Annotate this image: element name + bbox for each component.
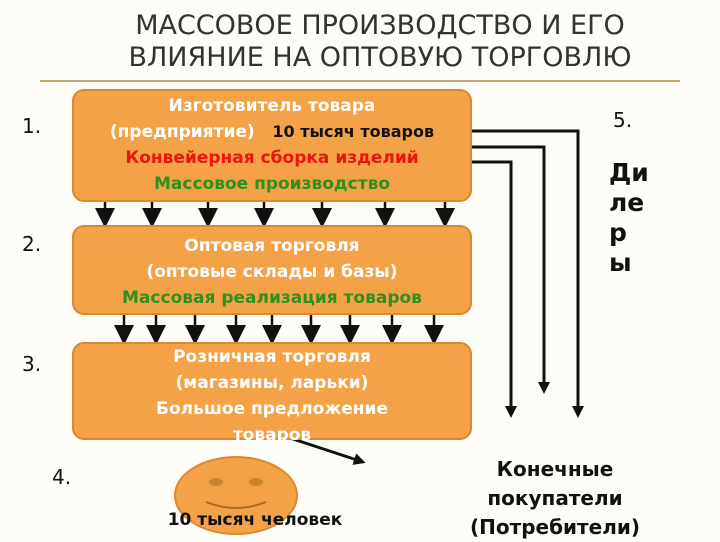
title-line-1: МАССОВОЕ ПРОИЗВОДСТВО И ЕГО xyxy=(135,10,625,41)
manufacturer-assembly: Конвейерная сборка изделий xyxy=(125,148,419,168)
retail-title: Розничная торговля xyxy=(173,347,371,367)
retail-box: Розничная торговля (магазины, ларьки) Бо… xyxy=(72,342,472,445)
dealer-route-middle xyxy=(472,145,550,394)
wholesale-box: Оптовая торговля (оптовые склады и базы)… xyxy=(72,225,472,315)
manufacturer-mass-production: Массовое производство xyxy=(153,174,391,194)
consumers-line-2: покупатели xyxy=(487,486,623,510)
retail-goods: товаров xyxy=(232,425,312,445)
dealers-line-4: ы xyxy=(609,248,632,277)
dealers-line-2: ле xyxy=(609,188,645,217)
manufacturer-box: Изготовитель товара (предприятие) 10 тыс… xyxy=(72,89,472,202)
manufacturer-quantity: 10 тысяч товаров xyxy=(272,122,435,141)
wholesale-mass-sales: Массовая реализация товаров xyxy=(122,288,422,308)
wholesale-title: Оптовая торговля xyxy=(184,236,360,256)
retail-subtitle: (магазины, ларьки) xyxy=(175,373,369,393)
dealer-route-inner xyxy=(472,160,517,418)
dealers-line-3: р xyxy=(609,218,627,247)
dealer-route-outer xyxy=(472,129,584,418)
smiley-face-icon xyxy=(174,456,298,535)
title-line-2: ВЛИЯНИЕ НА ОПТОВУЮ ТОРГОВЛЮ xyxy=(128,42,632,73)
consumers-line-1: Конечные xyxy=(496,457,614,481)
step-number-2: 2. xyxy=(22,232,42,256)
retail-offer: Большое предложение xyxy=(156,399,388,419)
consumers-label: Конечные покупатели (Потребители) xyxy=(430,455,680,542)
dealers-label: Ди ле р ы xyxy=(609,158,669,278)
manufacturer-title: Изготовитель товара xyxy=(168,96,376,116)
retail-to-consumers-arrow xyxy=(289,436,366,465)
people-count: 10 тысяч человек xyxy=(167,510,343,530)
page-title: МАССОВОЕ ПРОИЗВОДСТВО И ЕГО ВЛИЯНИЕ НА О… xyxy=(40,10,720,74)
consumers-line-3: (Потребители) xyxy=(469,515,641,539)
manufacturer-subtitle-row: (предприятие) 10 тысяч товаров xyxy=(74,119,470,145)
wholesale-subtitle: (оптовые склады и базы) xyxy=(146,262,398,282)
step-number-3: 3. xyxy=(22,352,42,376)
title-divider xyxy=(40,80,680,82)
step-number-5: 5. xyxy=(613,108,633,132)
dealers-line-1: Ди xyxy=(609,158,649,187)
step-number-4: 4. xyxy=(52,465,72,489)
step-number-1: 1. xyxy=(22,114,42,138)
manufacturer-subtitle: (предприятие) xyxy=(109,122,255,142)
